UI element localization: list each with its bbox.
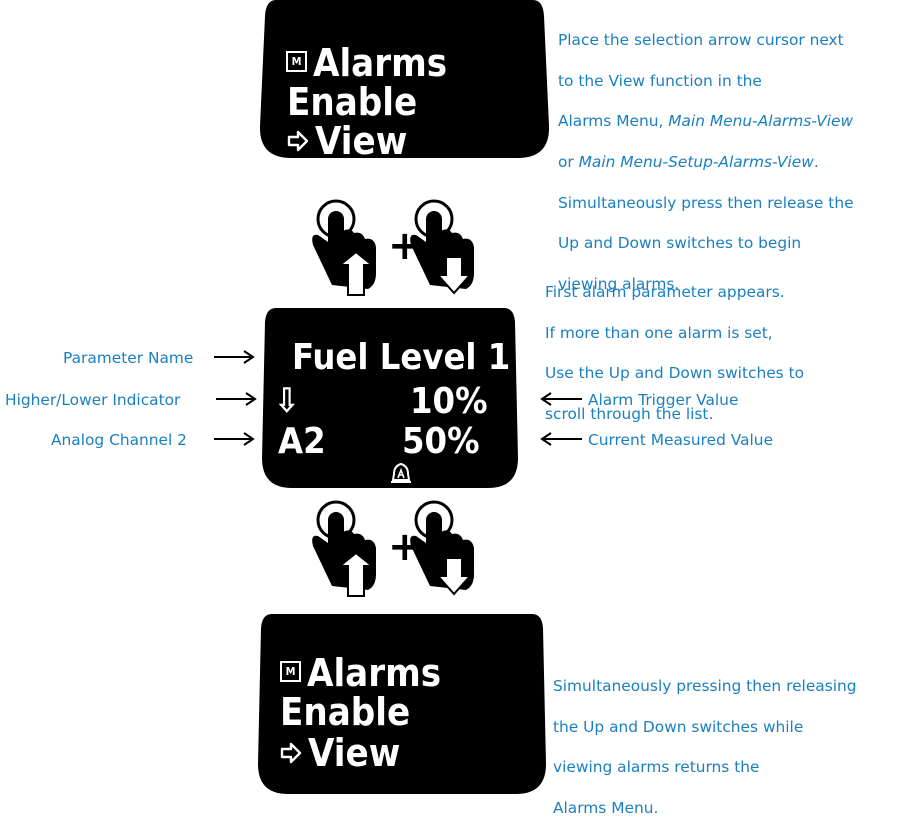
menu-title: Alarms xyxy=(313,41,448,85)
menu-title: Alarms xyxy=(307,651,442,695)
menu-title-row: M Alarms xyxy=(286,44,447,82)
menu-path-2: Main Menu-Setup-Alarms-View xyxy=(578,153,814,172)
arrow-right-icon xyxy=(214,350,255,364)
menu-icon: M xyxy=(280,661,301,682)
menu-item-view: View xyxy=(308,731,401,775)
menu-item-enable: Enable xyxy=(287,80,418,124)
menu-icon: M xyxy=(286,51,307,72)
arrow-left-icon xyxy=(540,432,582,446)
instruction-1-text: or xyxy=(558,153,579,172)
instruction-1-line: Place the selection arrow cursor next xyxy=(558,31,844,50)
instruction-2-line: First alarm parameter appears. xyxy=(545,283,785,302)
instruction-2-line: Use the Up and Down switches to xyxy=(545,364,805,383)
lcd-frame xyxy=(259,0,550,158)
callout-analog-channel: Analog Channel 2 xyxy=(51,431,187,449)
instruction-3-line: the Up and Down switches while xyxy=(553,717,804,736)
hand-press-up-switch-icon xyxy=(312,500,376,597)
analog-channel: A2 xyxy=(278,421,326,462)
menu-path-1: Main Menu-Alarms-View xyxy=(668,112,854,131)
menu-screen-bottom: M Alarms Enable View xyxy=(258,614,546,794)
instruction-3-line: Simultaneously pressing then releasing xyxy=(553,677,857,696)
instruction-2-line: scroll through the list. xyxy=(545,405,714,424)
instruction-1-line: viewing alarms. xyxy=(558,274,680,293)
instruction-1-line: or Main Menu-Setup-Alarms-View. xyxy=(558,152,854,172)
callout-current-value: Current Measured Value xyxy=(588,431,774,449)
higher-lower-indicator: ⇩ xyxy=(274,381,300,421)
instruction-1-line: to the View function in the xyxy=(558,71,762,90)
instruction-3-line: Alarms Menu. xyxy=(553,799,659,818)
alarm-screen: Fuel Level 1 ⇩ 10% A2 50% xyxy=(262,308,518,488)
hand-press-up-switch-icon xyxy=(312,199,376,296)
instruction-1-text: . xyxy=(813,153,819,172)
instruction-3-line: viewing alarms returns the xyxy=(553,758,760,777)
hand-press-down-switch-icon xyxy=(410,500,474,596)
callout-trigger-value: Alarm Trigger Value xyxy=(588,391,739,409)
callout-higher-lower: Higher/Lower Indicator xyxy=(5,391,181,409)
instruction-1-text: Alarms Menu, xyxy=(558,112,669,131)
menu-screen-top: M Alarms Enable View xyxy=(259,0,550,160)
press-gesture-top: + xyxy=(310,197,490,307)
hand-press-down-switch-icon xyxy=(410,199,474,295)
current-measured-value: 50% xyxy=(402,421,480,462)
instruction-3: Simultaneously pressing then releasing t… xyxy=(553,656,857,839)
instruction-1-line: Alarms Menu, Main Menu-Alarms-View xyxy=(558,111,854,131)
arrow-right-icon xyxy=(280,742,302,763)
instruction-1: Place the selection arrow cursor next to… xyxy=(558,10,854,314)
callout-parameter-name: Parameter Name xyxy=(63,349,194,367)
instruction-1-line: Simultaneously press then release the xyxy=(558,193,854,212)
menu-item-view-row: View xyxy=(280,734,400,772)
lcd-frame xyxy=(262,308,518,488)
press-gesture-bottom: + xyxy=(310,498,490,608)
arrow-left-icon xyxy=(540,392,582,406)
menu-item-view-row: View xyxy=(287,122,407,160)
arrow-right-icon xyxy=(216,392,257,406)
alarm-bell-icon xyxy=(391,462,411,483)
menu-item-enable: Enable xyxy=(280,690,411,734)
parameter-name: Fuel Level 1 xyxy=(292,337,511,378)
arrow-right-icon xyxy=(287,130,309,151)
alarm-trigger-value: 10% xyxy=(410,381,488,422)
arrow-right-icon xyxy=(214,432,255,446)
instruction-1-line: Up and Down switches to begin xyxy=(558,234,802,253)
lcd-frame xyxy=(258,614,546,794)
instruction-2-line: If more than one alarm is set, xyxy=(545,323,773,342)
menu-item-view: View xyxy=(315,119,408,163)
menu-title-row: M Alarms xyxy=(280,654,441,692)
instruction-2: First alarm parameter appears. If more t… xyxy=(545,262,804,445)
